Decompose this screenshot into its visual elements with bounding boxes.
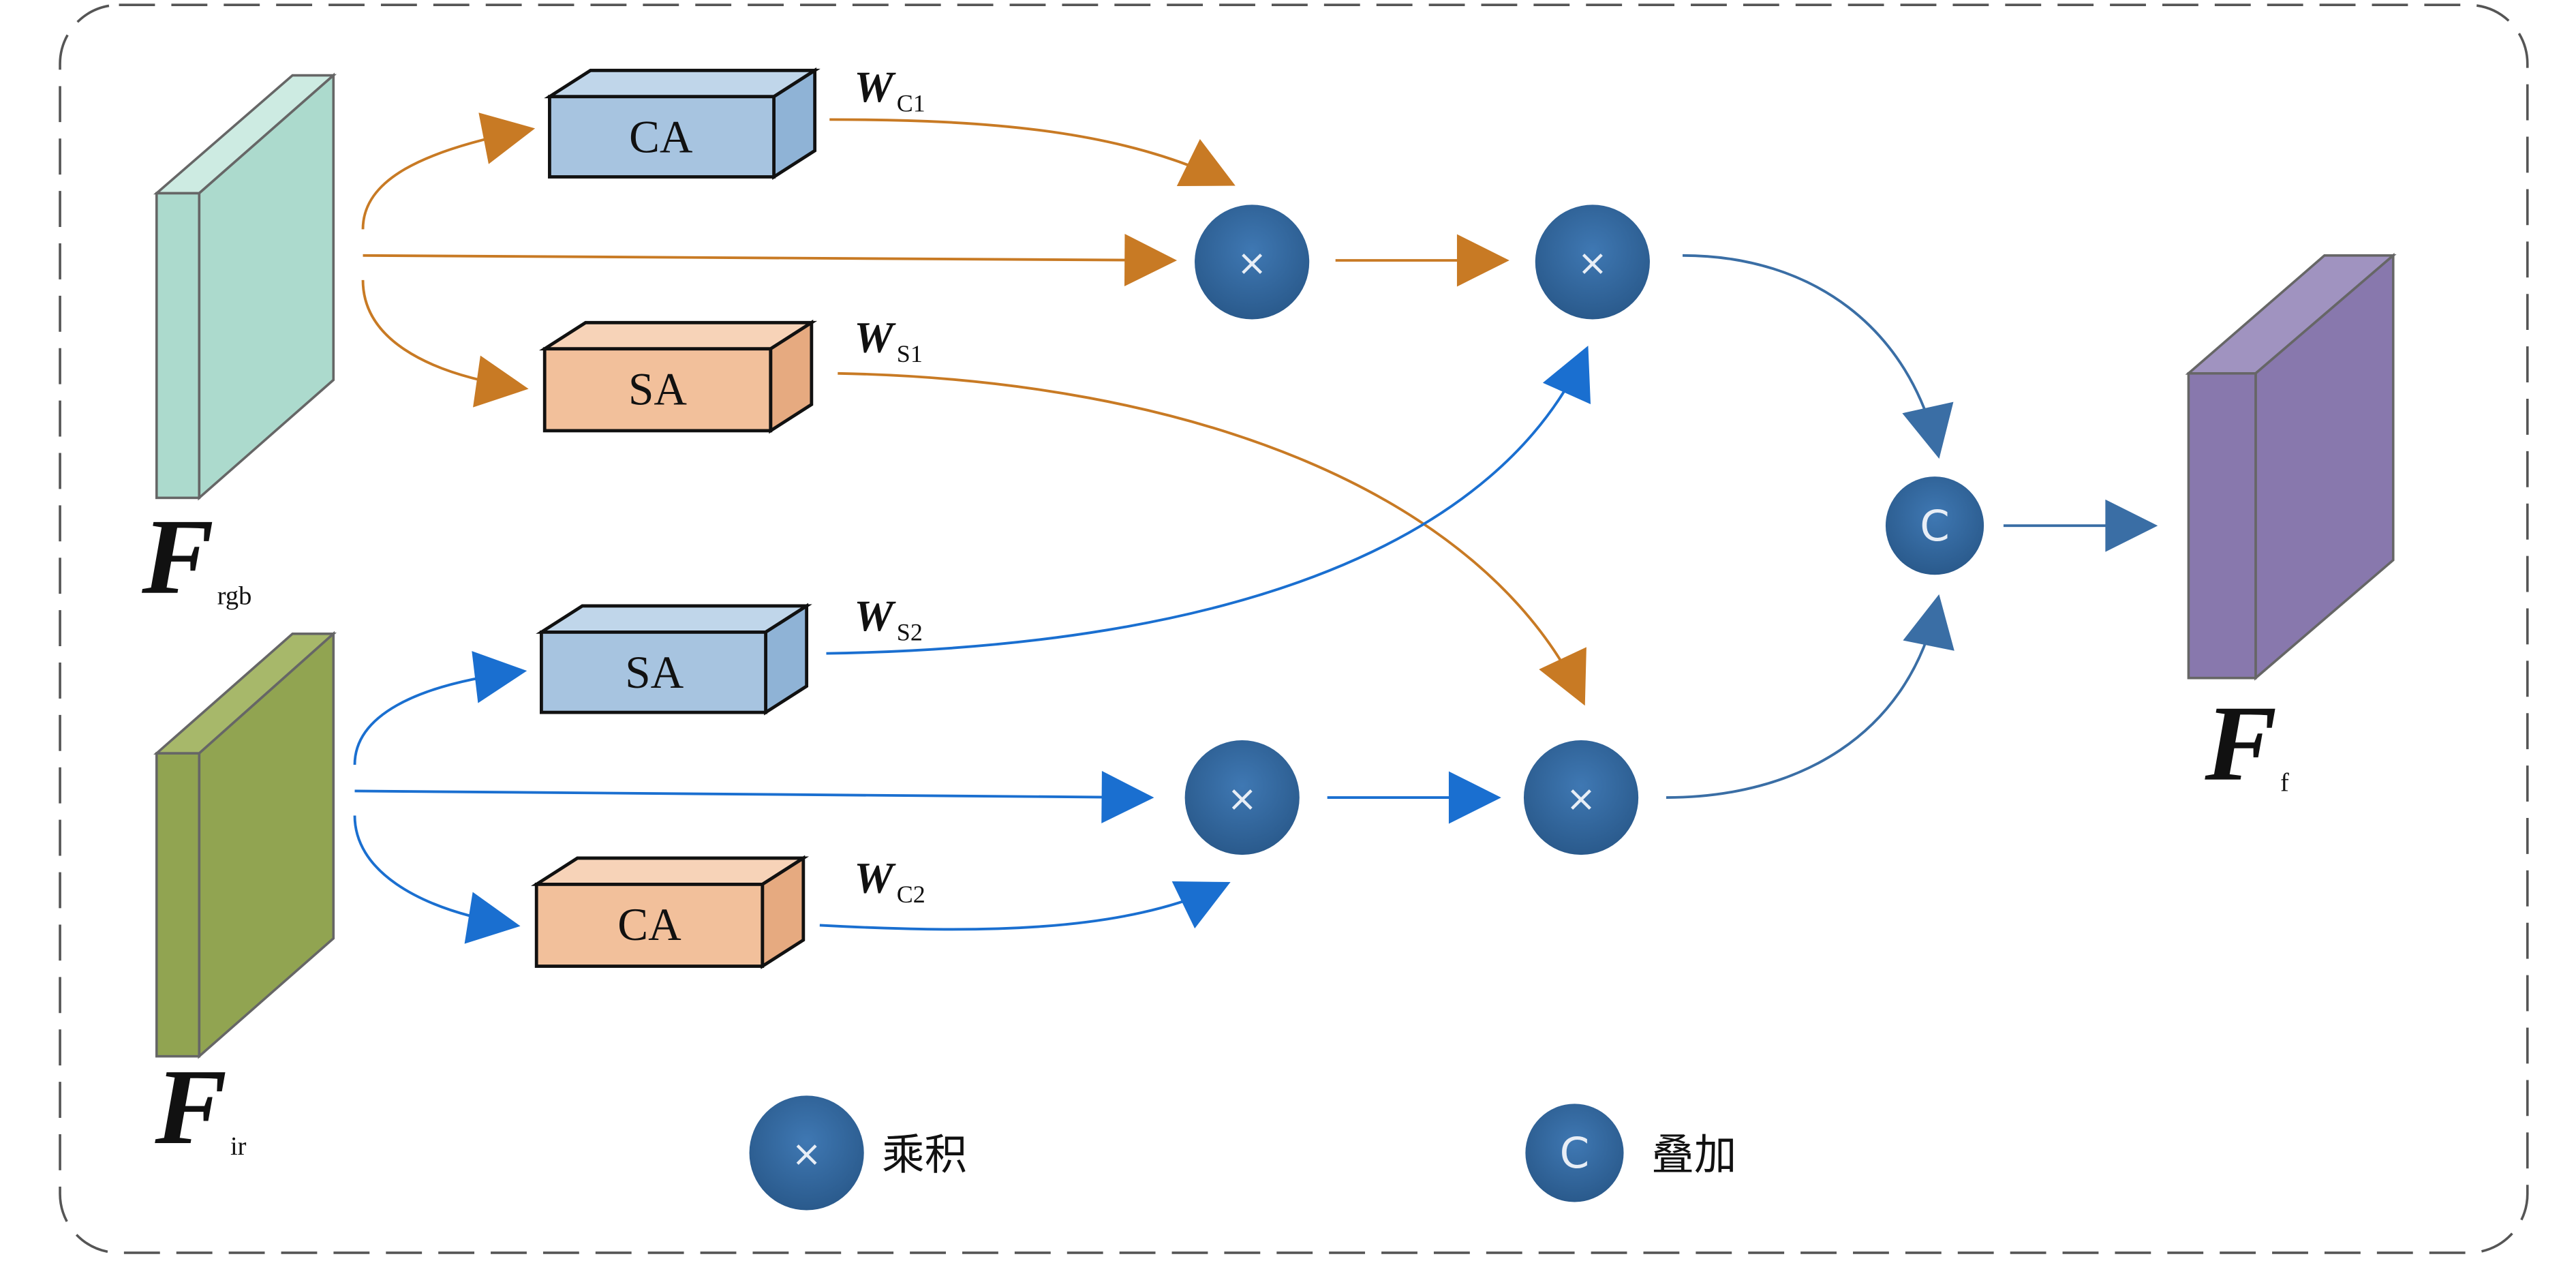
arrow-ir-to-ca xyxy=(353,815,521,944)
arrow-ws2-to-rgb-multiply xyxy=(826,346,1591,655)
legend-concat-label: 叠加 xyxy=(1651,1129,1736,1179)
arrow-top-to-concat xyxy=(1683,254,1954,459)
ir-arrows xyxy=(353,346,1591,944)
multiply-node-ir-2: × xyxy=(1523,740,1639,855)
multiply-node-rgb-2: × xyxy=(1535,204,1650,320)
arrow-ws1-to-ir-multiply xyxy=(838,371,1586,706)
multiply-node-rgb: × xyxy=(1195,204,1310,320)
svg-text:CA: CA xyxy=(629,111,693,162)
sa-box-bottom: SA xyxy=(536,603,812,716)
multiply-node-ir: × xyxy=(1184,740,1300,855)
concat-node: C xyxy=(1885,476,1984,575)
svg-text:C: C xyxy=(1920,501,1950,551)
arrow-bottom-to-concat xyxy=(1666,594,1954,799)
arrow-rgb-to-sa xyxy=(361,279,529,408)
svg-text:C: C xyxy=(1560,1128,1590,1178)
svg-text:SA: SA xyxy=(625,647,684,698)
feature-fused xyxy=(2185,252,2397,681)
feature-ir xyxy=(153,630,337,1059)
svg-text:SA: SA xyxy=(628,363,687,414)
arrow-ir-to-sa xyxy=(353,651,527,765)
rgb-arrows xyxy=(361,112,1586,706)
fusion-arrows xyxy=(1666,254,2158,799)
svg-text:×: × xyxy=(1566,778,1596,819)
svg-text:×: × xyxy=(1237,243,1267,284)
legend-concat: C 叠加 xyxy=(1525,1104,1736,1202)
arrow-rgb-to-ca xyxy=(361,112,536,230)
ca-box-top: CA xyxy=(544,67,821,180)
legend-multiply: × 乘积 xyxy=(749,1095,967,1211)
svg-text:CA: CA xyxy=(617,899,681,950)
dashed-frame xyxy=(59,3,2529,1254)
feature-rgb xyxy=(153,72,337,501)
svg-text:×: × xyxy=(1578,243,1608,284)
arrow-wc2-to-multiply xyxy=(819,881,1231,931)
ca-box-bottom: CA xyxy=(530,855,810,969)
arrow-wc1-to-multiply xyxy=(829,118,1236,187)
sa-box-top: SA xyxy=(539,319,818,434)
arrow-ir-to-multiply xyxy=(354,771,1154,823)
legend-multiply-label: 乘积 xyxy=(882,1129,967,1179)
svg-text:×: × xyxy=(1227,778,1257,819)
svg-text:×: × xyxy=(791,1134,821,1175)
arrow-rgb-to-multiply xyxy=(363,234,1178,287)
